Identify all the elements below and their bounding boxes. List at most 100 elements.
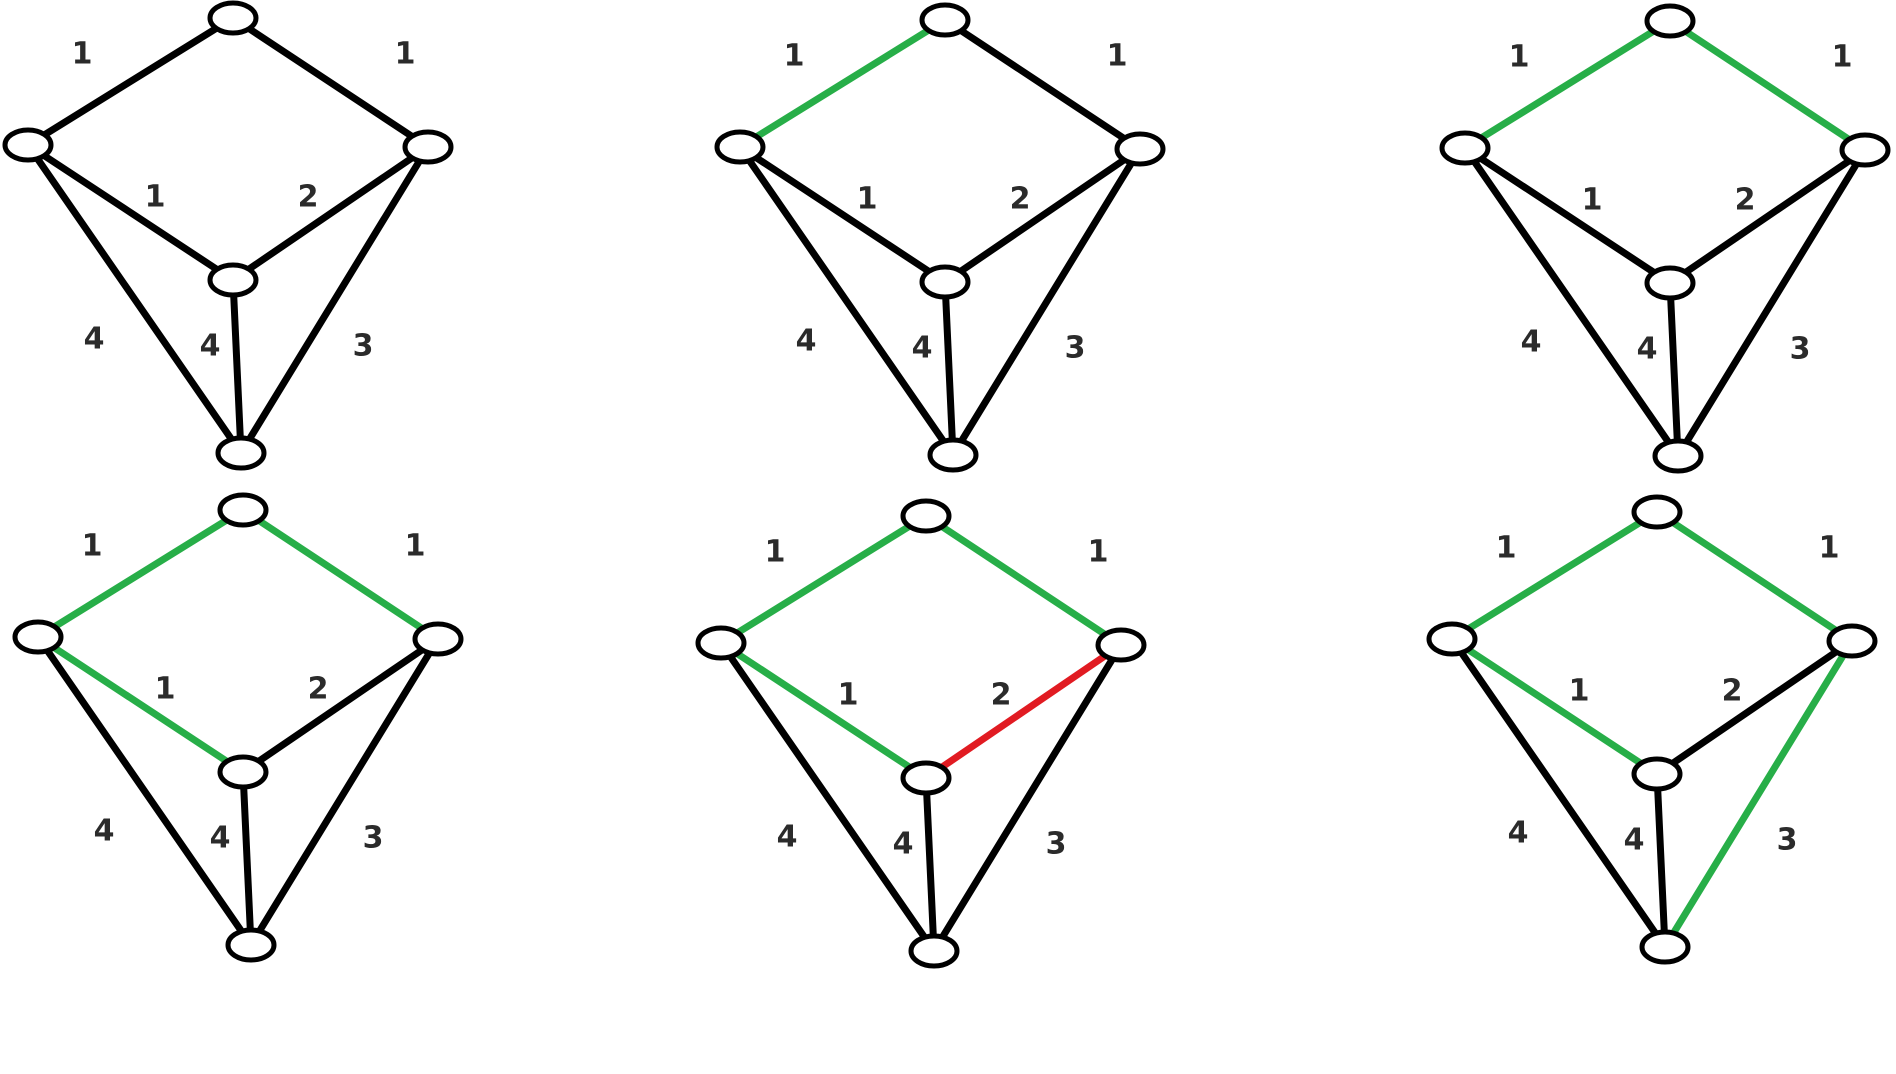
node-bottom (1652, 438, 1704, 474)
graph-panel-6: 1 1 1 2 4 4 3 (1426, 494, 1878, 965)
edge-left-center (717, 639, 930, 782)
node-right (402, 129, 454, 165)
weight-label-center-bottom: 4 (210, 821, 231, 856)
weight-label-left-bottom: 4 (94, 814, 115, 849)
weight-label-top-left: 1 (72, 37, 93, 72)
node-center (207, 262, 259, 298)
node-center (900, 760, 952, 796)
edge-right-bottom (1661, 637, 1856, 951)
node-right (1114, 131, 1166, 167)
weight-label-right-center: 2 (298, 180, 319, 215)
weight-label-center-bottom: 4 (1624, 823, 1645, 858)
weight-label-right-center: 2 (1735, 183, 1756, 218)
edge-top-right (1666, 17, 1869, 154)
edge-left-bottom (1448, 635, 1669, 951)
node-bottom (908, 933, 960, 969)
node-right (1839, 132, 1891, 168)
node-bottom (225, 927, 277, 963)
node-center (1631, 756, 1683, 792)
weight-label-right-center: 2 (1010, 182, 1031, 217)
edge-left-bottom (1461, 144, 1682, 460)
node-center (1644, 265, 1696, 301)
edge-center-bottom (1666, 279, 1682, 460)
weight-label-left-center: 1 (1582, 183, 1603, 218)
edge-left-bottom (736, 143, 957, 459)
node-bottom (215, 435, 267, 471)
weight-label-right-bottom: 3 (363, 821, 384, 856)
edge-top-right (1653, 508, 1856, 645)
weight-label-top-right: 1 (395, 37, 416, 72)
node-left (12, 619, 64, 655)
node-bottom (927, 437, 979, 473)
weight-label-top-left: 1 (784, 39, 805, 74)
weight-label-left-bottom: 4 (1521, 325, 1542, 360)
node-left (695, 625, 747, 661)
weight-label-center-bottom: 4 (200, 329, 221, 364)
weight-label-top-left: 1 (765, 535, 786, 570)
edge-left-center (1448, 635, 1661, 778)
weight-label-left-bottom: 4 (777, 820, 798, 855)
weight-label-top-right: 1 (1832, 40, 1853, 75)
edge-left-center (34, 633, 247, 776)
node-center (919, 264, 971, 300)
weight-label-left-center: 1 (155, 672, 176, 707)
weight-label-right-center: 2 (991, 678, 1012, 713)
weight-label-left-bottom: 4 (796, 324, 817, 359)
weight-label-left-center: 1 (1569, 674, 1590, 709)
edge-left-bottom (717, 639, 938, 955)
edge-right-bottom (1674, 146, 1869, 460)
edge-left-bottom (34, 633, 255, 949)
edge-top-right (229, 14, 432, 151)
weight-label-left-center: 1 (857, 182, 878, 217)
edge-left-center (1461, 144, 1674, 287)
edge-right-bottom (930, 641, 1125, 955)
edge-right-center (922, 641, 1125, 782)
edge-center-bottom (239, 768, 255, 949)
weight-label-top-right: 1 (405, 529, 426, 564)
weight-label-top-left: 1 (1496, 531, 1517, 566)
weight-label-left-center: 1 (838, 678, 859, 713)
node-left (714, 129, 766, 165)
weight-label-top-right: 1 (1088, 535, 1109, 570)
weight-label-right-bottom: 3 (1065, 331, 1086, 366)
node-left (2, 127, 54, 163)
node-top (1631, 494, 1683, 530)
edge-left-center (24, 141, 237, 284)
edge-top-left (24, 14, 237, 149)
weight-label-right-bottom: 3 (1790, 332, 1811, 367)
weight-label-top-right: 1 (1107, 39, 1128, 74)
edge-top-left (1461, 17, 1674, 152)
edge-top-left (736, 16, 949, 151)
edge-top-right (922, 512, 1125, 649)
edge-top-left (717, 512, 930, 647)
edge-center-bottom (922, 774, 938, 955)
edge-right-center (1666, 146, 1869, 287)
edge-left-center (736, 143, 949, 286)
graph-panel-2: 1 1 1 2 4 4 3 (714, 2, 1166, 473)
node-center (217, 754, 269, 790)
edge-right-center (229, 143, 432, 284)
edge-center-bottom (941, 278, 957, 459)
weight-label-left-bottom: 4 (1508, 816, 1529, 851)
edge-top-right (239, 506, 442, 643)
weight-label-right-bottom: 3 (1777, 823, 1798, 858)
edge-right-center (1653, 637, 1856, 778)
weight-label-right-bottom: 3 (1046, 827, 1067, 862)
node-top (1644, 3, 1696, 39)
node-left (1439, 130, 1491, 166)
weight-label-center-bottom: 4 (1637, 332, 1658, 367)
weight-label-right-center: 2 (1722, 674, 1743, 709)
weight-label-center-bottom: 4 (912, 331, 933, 366)
node-left (1426, 621, 1478, 657)
edge-top-right (941, 16, 1144, 153)
weight-label-left-bottom: 4 (84, 322, 105, 357)
weight-label-left-center: 1 (145, 180, 166, 215)
weight-label-top-right: 1 (1819, 531, 1840, 566)
node-bottom (1639, 929, 1691, 965)
edge-center-bottom (1653, 770, 1669, 951)
edge-right-bottom (949, 145, 1144, 459)
weight-label-top-left: 1 (82, 529, 103, 564)
edge-right-center (239, 635, 442, 776)
